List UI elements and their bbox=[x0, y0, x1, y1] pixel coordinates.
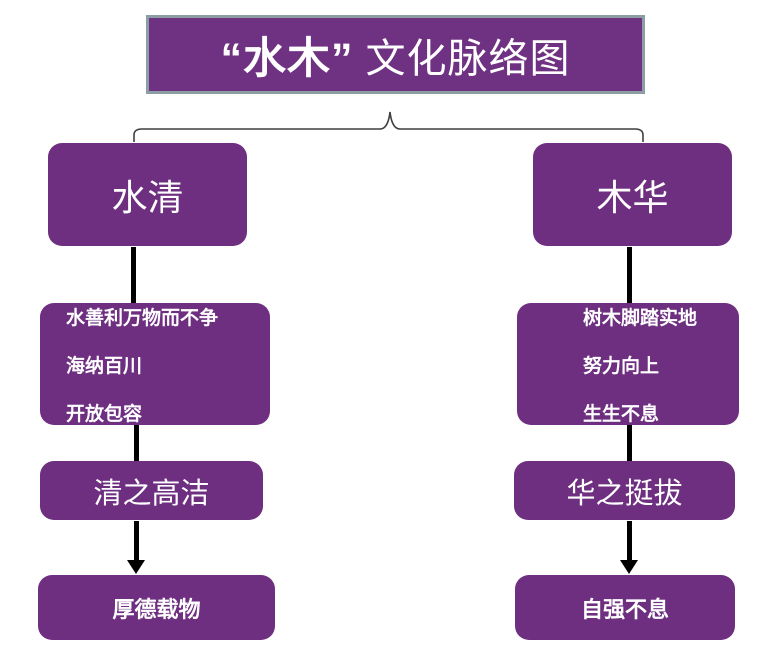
quality-label: 清之高洁 bbox=[93, 477, 210, 510]
branch-box-wood: 木华 bbox=[533, 143, 732, 246]
detail-line: 树木脚踏实地 bbox=[583, 307, 698, 329]
detail-line: 水善利万物而不争 bbox=[66, 307, 219, 329]
branch-label: 木华 bbox=[596, 176, 669, 218]
quality-box-water: 清之高洁 bbox=[40, 461, 263, 520]
arrow-down-icon bbox=[620, 560, 638, 574]
detail-line: 努力向上 bbox=[583, 355, 660, 377]
motto-label: 自强不息 bbox=[580, 596, 669, 622]
motto-label: 厚德载物 bbox=[112, 596, 201, 622]
branch-label: 水清 bbox=[111, 176, 184, 218]
detail-line: 生生不息 bbox=[583, 403, 660, 425]
connector-line bbox=[627, 425, 632, 462]
detail-line: 开放包容 bbox=[66, 403, 143, 425]
connector-line bbox=[131, 247, 136, 304]
arrow-down-icon bbox=[127, 560, 145, 574]
arrow-shaft bbox=[627, 521, 632, 561]
detail-box-wood: 树木脚踏实地 努力向上 生生不息 bbox=[517, 303, 739, 425]
motto-box-water: 厚德载物 bbox=[38, 575, 275, 640]
title-text: 文化脉络图 bbox=[365, 36, 571, 81]
branch-box-water: 水清 bbox=[48, 143, 247, 246]
quality-box-wood: 华之挺拔 bbox=[514, 461, 735, 520]
diagram-title-box: “水木” 文化脉络图 bbox=[146, 15, 645, 94]
title-emphasis-text: “水木” bbox=[220, 34, 354, 83]
motto-box-wood: 自强不息 bbox=[515, 575, 735, 640]
detail-line: 海纳百川 bbox=[66, 355, 143, 377]
brace-connector bbox=[133, 111, 644, 142]
quality-label: 华之挺拔 bbox=[566, 477, 683, 510]
detail-box-water: 水善利万物而不争 海纳百川 开放包容 bbox=[40, 303, 270, 425]
arrow-shaft bbox=[134, 521, 139, 561]
connector-line bbox=[627, 247, 632, 304]
connector-line bbox=[134, 425, 139, 462]
